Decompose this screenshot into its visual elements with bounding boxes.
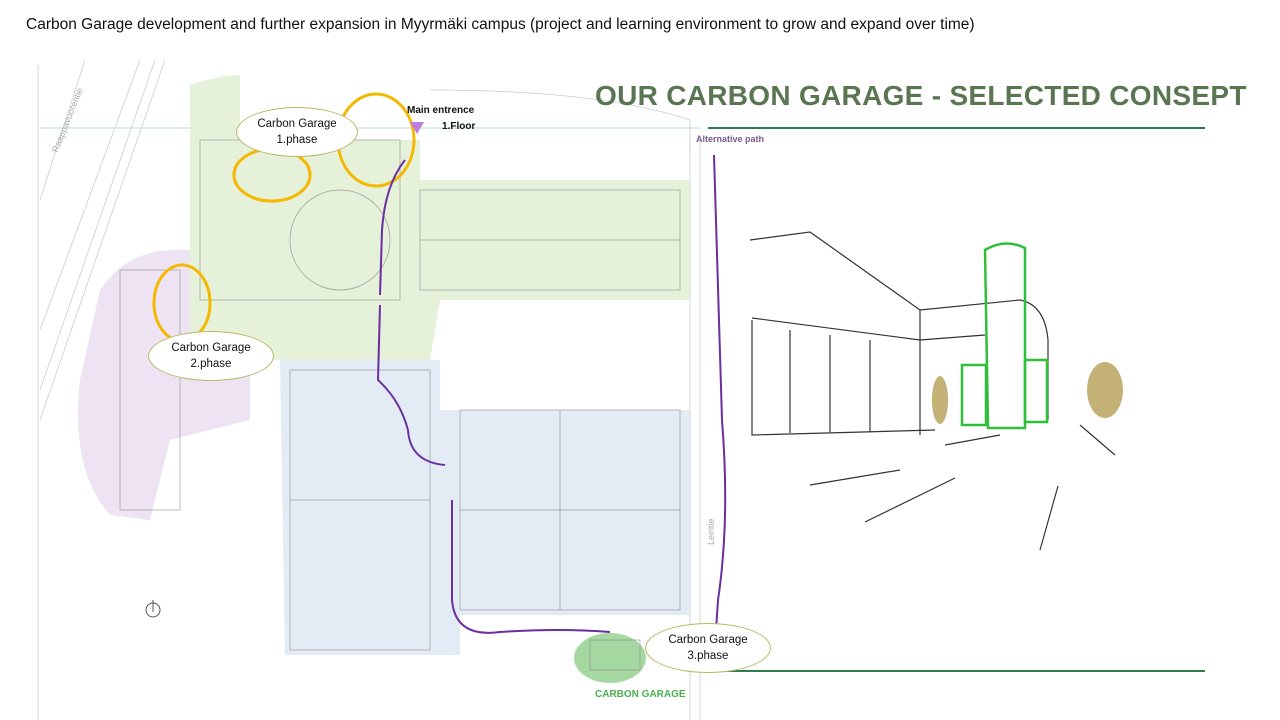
main-entrance-label: Main entrence xyxy=(407,105,475,116)
callout-phase-1: Carbon Garage 1.phase xyxy=(236,107,358,157)
callout-phase-3: Carbon Garage 3.phase xyxy=(645,623,771,673)
floor-plan-walls xyxy=(119,139,681,671)
alternative-path-label: Alternative path xyxy=(696,134,765,144)
floor-label: 1.Floor xyxy=(442,121,476,132)
callout-line2: 1.phase xyxy=(276,134,318,146)
sketch-trees xyxy=(932,362,1123,424)
street-label-leiritie: Leiritie xyxy=(706,518,716,545)
callout-line2: 3.phase xyxy=(687,650,729,662)
concept-title: OUR CARBON GARAGE - SELECTED CONSEPT xyxy=(595,80,1247,111)
north-arrow-icon xyxy=(145,600,161,618)
callout-phase-2: Carbon Garage 2.phase xyxy=(148,331,274,381)
walking-path xyxy=(376,154,727,634)
carbon-garage-label: CARBON GARAGE xyxy=(595,689,686,700)
callout-line1: Carbon Garage xyxy=(668,634,748,646)
callout-line2: 2.phase xyxy=(190,358,232,370)
slide-title: Carbon Garage development and further ex… xyxy=(26,16,975,33)
callout-line1: Carbon Garage xyxy=(257,118,337,130)
concept-sketch xyxy=(749,231,1116,551)
carbon-garage-zone xyxy=(574,633,646,683)
entrance-marker-icon xyxy=(410,122,424,134)
building-zones xyxy=(78,75,690,683)
sketch-garage-tower xyxy=(960,242,1049,430)
callout-line1: Carbon Garage xyxy=(171,342,251,354)
